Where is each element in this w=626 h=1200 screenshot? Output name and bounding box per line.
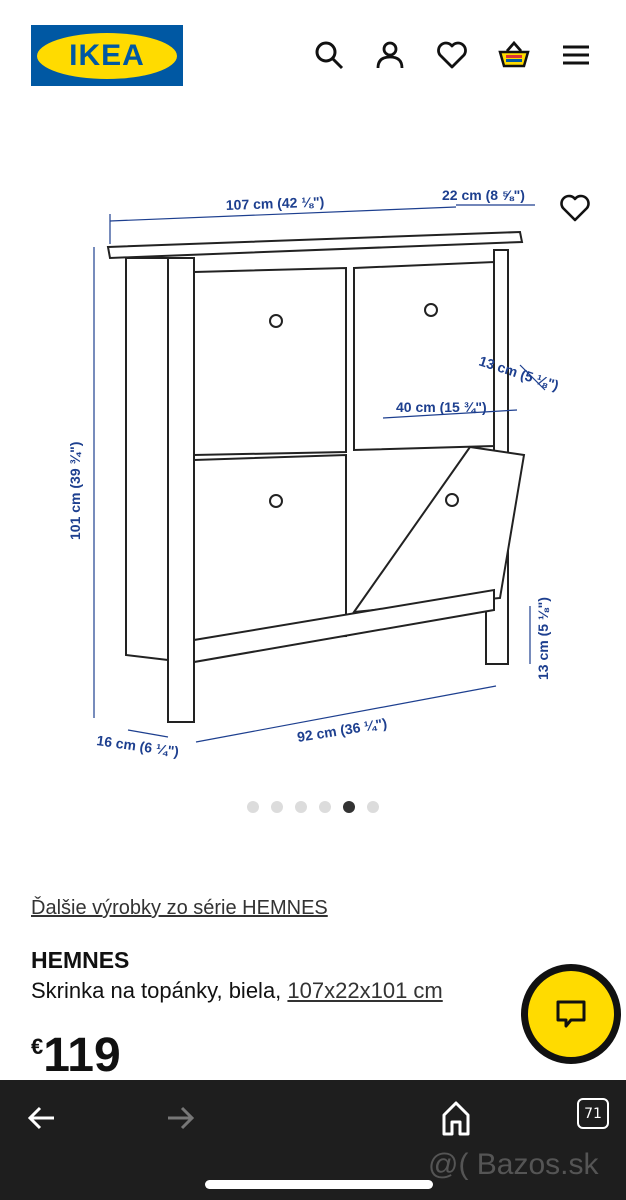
dim-base-width: 92 cm (36 ¼") <box>296 715 388 745</box>
size-link[interactable]: 107x22x101 cm <box>287 978 443 1003</box>
home-indicator[interactable] <box>205 1180 433 1189</box>
carousel-indicator <box>0 801 626 813</box>
price-amount: 119 <box>43 1029 121 1082</box>
currency: € <box>31 1034 44 1059</box>
dimension-lines <box>93 204 546 743</box>
dim-base-depth: 16 cm (6 ¼") <box>96 732 180 759</box>
search-icon[interactable] <box>312 38 346 72</box>
ikea-logo[interactable]: IKEA <box>31 25 183 86</box>
carousel-dot[interactable] <box>319 801 331 813</box>
carousel-dot[interactable] <box>367 801 379 813</box>
tabs-button[interactable]: 71 <box>577 1098 609 1129</box>
carousel-dot[interactable] <box>247 801 259 813</box>
dim-height: 101 cm (39 ¾") <box>67 442 83 540</box>
heart-icon[interactable] <box>435 38 469 72</box>
product-dimension-drawing[interactable]: 107 cm (42 ⅛") 22 cm (8 ⅝") 13 cm (5 ⅛")… <box>0 150 626 780</box>
home-icon[interactable] <box>436 1098 476 1138</box>
product-price: €119 <box>31 1028 121 1083</box>
forward-arrow-icon[interactable] <box>160 1098 200 1138</box>
dim-leg-height: 13 cm (5 ⅛") <box>535 597 551 680</box>
back-arrow-icon[interactable] <box>22 1098 62 1138</box>
dim-width-top: 107 cm (42 ⅛") <box>226 194 325 213</box>
header: IKEA <box>0 0 626 110</box>
watermark: @( Bazos.sk <box>428 1148 599 1181</box>
chat-icon <box>556 1000 586 1028</box>
carousel-dot[interactable] <box>271 801 283 813</box>
user-icon[interactable] <box>373 38 407 72</box>
product-description: Skrinka na topánky, biela, 107x22x101 cm <box>31 978 443 1004</box>
menu-icon[interactable] <box>559 38 593 72</box>
description-text: Skrinka na topánky, biela, <box>31 978 282 1003</box>
dim-depth-top: 22 cm (8 ⅝") <box>442 187 525 203</box>
series-link[interactable]: Ďalšie výrobky zo série HEMNES <box>31 897 328 919</box>
carousel-dot[interactable] <box>295 801 307 813</box>
dim-drawer-width: 40 cm (15 ¾") <box>396 399 487 415</box>
product-name: HEMNES <box>31 947 130 973</box>
cabinet-illustration <box>106 230 526 723</box>
basket-icon[interactable] <box>497 38 531 72</box>
chat-button[interactable] <box>521 964 621 1064</box>
carousel-dot-active[interactable] <box>343 801 355 813</box>
add-to-favorites-heart-icon[interactable] <box>558 192 592 224</box>
